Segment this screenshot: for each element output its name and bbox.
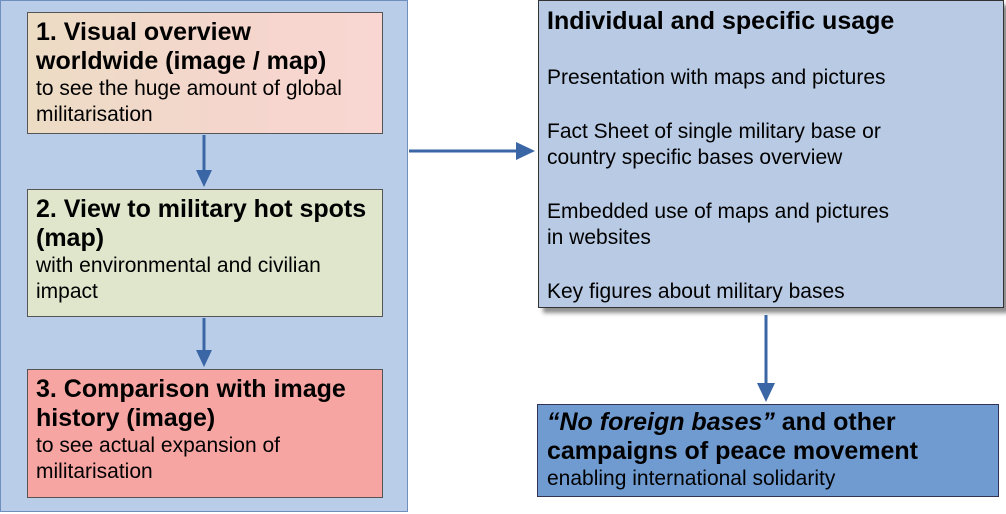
- visual-overview-box: 1. Visual overview worldwide (image / ma…: [27, 12, 383, 134]
- campaign-title: “No foreign bases” and other campaigns o…: [547, 408, 989, 466]
- usage-item: Presentation with maps and pictures: [547, 66, 886, 89]
- comparison-subtitle: to see actual expansion of militarisatio…: [36, 434, 281, 483]
- comparison-box: 3. Comparison with image history (image)…: [27, 369, 383, 498]
- usage-item: in websites: [547, 226, 651, 249]
- campaign-box: “No foreign bases” and other campaigns o…: [537, 404, 999, 497]
- usage-title: Individual and specific usage: [547, 7, 895, 35]
- comparison-title: 3. Comparison with image history (image): [36, 375, 346, 432]
- usage-item: Embedded use of maps and pictures: [547, 200, 890, 223]
- arrow-to-usage-head: [516, 142, 535, 160]
- hot-spots-subtitle: with environmental and civilian impact: [36, 254, 321, 303]
- arrow-1-to-2-head: [196, 170, 212, 187]
- arrow-to-campaign-head: [757, 383, 775, 402]
- visual-overview-subtitle: to see the huge amount of global militar…: [36, 77, 342, 126]
- arrow-2-to-3-head: [196, 350, 212, 367]
- campaign-subtitle: enabling international solidarity: [547, 467, 836, 490]
- usage-item: country specific bases overview: [547, 146, 843, 169]
- hot-spots-title: 2. View to military hot spots (map): [36, 195, 367, 252]
- usage-item: Key figures about military bases: [547, 280, 845, 303]
- usage-item: Fact Sheet of single military base or: [547, 120, 881, 143]
- visual-overview-title: 1. Visual overview worldwide (image / ma…: [36, 18, 327, 75]
- usage-box: Individual and specific usage Presentati…: [538, 0, 1004, 308]
- campaign-title-rest: and other campaigns of peace movement: [547, 408, 918, 465]
- campaign-title-italic: “No foreign bases”: [547, 408, 775, 436]
- hot-spots-box: 2. View to military hot spots (map) with…: [27, 189, 383, 317]
